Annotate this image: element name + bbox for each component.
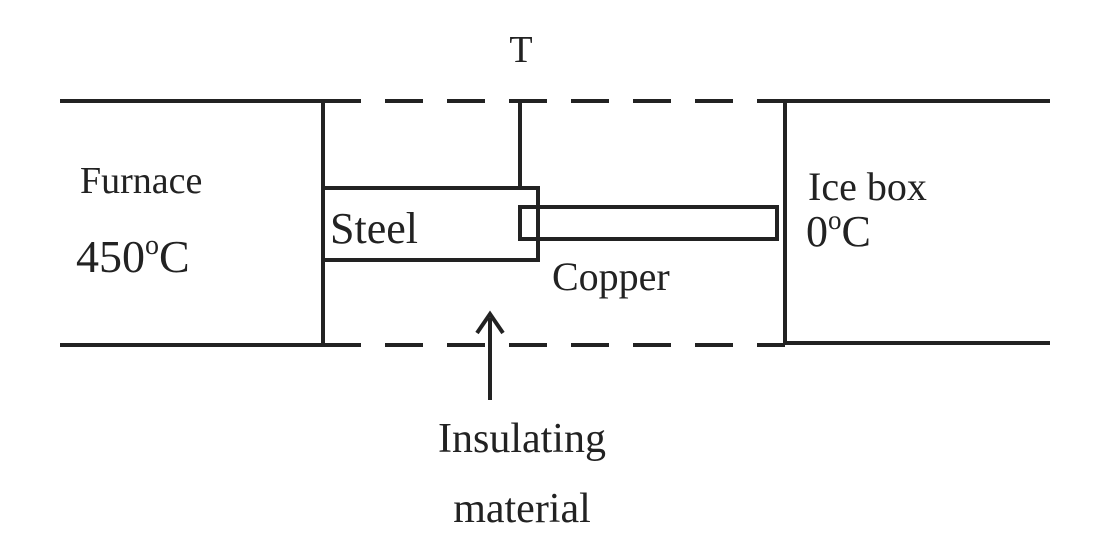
furnace-temp-degree: o — [145, 230, 159, 261]
insulating-label-line2: material — [453, 486, 591, 532]
furnace-temp-value: 450 — [76, 231, 145, 282]
icebox-temp-value: 0 — [806, 207, 828, 256]
copper-label: Copper — [552, 254, 670, 299]
icebox-temp-degree: o — [828, 205, 842, 235]
icebox-label: Ice box — [808, 164, 927, 209]
icebox-temp-unit: C — [842, 207, 871, 256]
steel-rod — [321, 186, 540, 262]
junction-temp-label: T — [509, 29, 532, 71]
copper-rod — [518, 205, 779, 241]
steel-label: Steel — [330, 204, 418, 253]
insulation-arrow-head-icon — [475, 310, 505, 335]
furnace-temp: 450oC — [76, 230, 190, 282]
furnace-label: Furnace — [80, 160, 202, 202]
icebox-temp: 0oC — [806, 205, 871, 256]
insulating-label-line1: Insulating — [438, 416, 606, 462]
furnace-temp-unit: C — [159, 231, 190, 282]
